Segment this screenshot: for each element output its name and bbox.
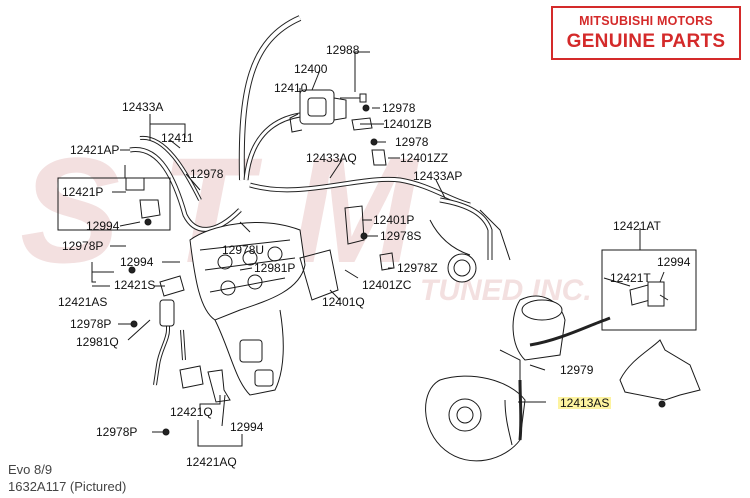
part-label[interactable]: 12421T: [610, 271, 651, 285]
part-label[interactable]: 12988: [326, 43, 360, 57]
part-label[interactable]: 12410: [274, 81, 308, 95]
part-label[interactable]: 12978: [190, 167, 224, 181]
part-label-highlighted[interactable]: 12413AS: [558, 396, 612, 410]
badge-brand: MITSUBISHI MOTORS: [579, 14, 713, 28]
part-label[interactable]: 12401Q: [322, 295, 365, 309]
part-label[interactable]: 12978U: [222, 243, 265, 257]
part-label[interactable]: 12994: [120, 255, 154, 269]
badge-title: GENUINE PARTS: [566, 31, 726, 52]
part-label[interactable]: 12401ZB: [383, 117, 432, 131]
part-label[interactable]: 12978P: [96, 425, 138, 439]
part-label[interactable]: 12978P: [70, 317, 112, 331]
part-label[interactable]: 12421P: [62, 185, 104, 199]
watermark-subtext: TUNED INC.: [420, 274, 592, 307]
part-label[interactable]: 12978P: [62, 239, 104, 253]
part-label[interactable]: 12981P: [254, 261, 296, 275]
part-label[interactable]: 12401ZC: [362, 278, 412, 292]
part-label[interactable]: 12411: [161, 131, 194, 145]
part-label[interactable]: 12421AT: [613, 219, 661, 233]
part-label[interactable]: 12994: [86, 219, 120, 233]
part-label[interactable]: 12421AS: [58, 295, 108, 309]
linework: [57, 15, 701, 462]
part-label[interactable]: 12400: [294, 62, 328, 76]
part-label[interactable]: 12978: [382, 101, 416, 115]
model-caption: Evo 8/9: [8, 462, 53, 477]
part-label[interactable]: 12978Z: [397, 261, 438, 275]
part-label[interactable]: 12979: [560, 363, 594, 377]
part-label[interactable]: 12421AP: [70, 143, 120, 157]
part-label[interactable]: 12421S: [114, 278, 156, 292]
part-label[interactable]: 12978: [395, 135, 429, 149]
part-label[interactable]: 12994: [657, 255, 691, 269]
part-label[interactable]: 12401ZZ: [400, 151, 449, 165]
part-label[interactable]: 12994: [230, 420, 264, 434]
part-label[interactable]: 12421Q: [170, 405, 213, 419]
part-label[interactable]: 12433AP: [413, 169, 463, 183]
part-label[interactable]: 12421AQ: [186, 455, 237, 469]
part-label[interactable]: 12433A: [122, 100, 164, 114]
part-label[interactable]: 12981Q: [76, 335, 119, 349]
part-label[interactable]: 12401P: [373, 213, 415, 227]
part-caption: 1632A117 (Pictured): [8, 479, 127, 494]
genuine-parts-badge: MITSUBISHI MOTORS GENUINE PARTS: [551, 6, 741, 60]
part-label[interactable]: 12433AQ: [306, 151, 357, 165]
part-label[interactable]: 12978S: [380, 229, 422, 243]
